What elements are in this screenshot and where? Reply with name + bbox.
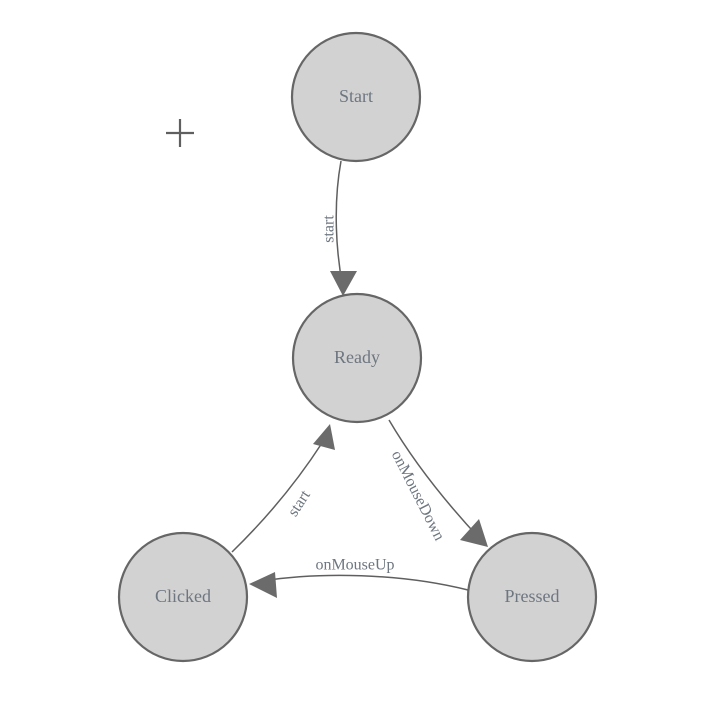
edge-arrowhead [249, 572, 277, 598]
state-node-label: Pressed [505, 586, 560, 606]
edge-path [261, 574, 469, 591]
state-node-label: Clicked [155, 586, 211, 606]
edge-label-pressed-to-clicked: onMouseUp [315, 557, 394, 574]
edge-ready-to-pressed: onMouseDown [388, 419, 488, 547]
edge-label-clicked-to-ready: start [285, 487, 315, 520]
state-node-label: Ready [334, 347, 380, 367]
state-node-circle[interactable] [290, 31, 422, 163]
plus-crosshair-icon [166, 119, 194, 147]
edge-arrowhead [460, 519, 488, 547]
state-node-circle[interactable] [117, 531, 249, 663]
state-node-start[interactable]: Start [290, 31, 422, 163]
state-node-clicked[interactable]: Clicked [117, 531, 249, 663]
edge-start-to-ready: start [321, 160, 357, 296]
state-node-ready[interactable]: Ready [291, 292, 423, 424]
edge-label-start-to-ready: start [321, 215, 338, 243]
state-node-circle[interactable] [291, 292, 423, 424]
edge-clicked-to-ready: start [231, 424, 335, 553]
edge-arrowhead [313, 424, 335, 450]
edge-pressed-to-clicked: onMouseUp [249, 557, 469, 598]
state-node-circle[interactable] [466, 531, 598, 663]
edge-path [231, 442, 323, 553]
edge-arrowhead [330, 271, 357, 296]
state-node-pressed[interactable]: Pressed [466, 531, 598, 663]
state-node-label: Start [339, 86, 373, 106]
edge-label-ready-to-pressed: onMouseDown [388, 448, 448, 544]
